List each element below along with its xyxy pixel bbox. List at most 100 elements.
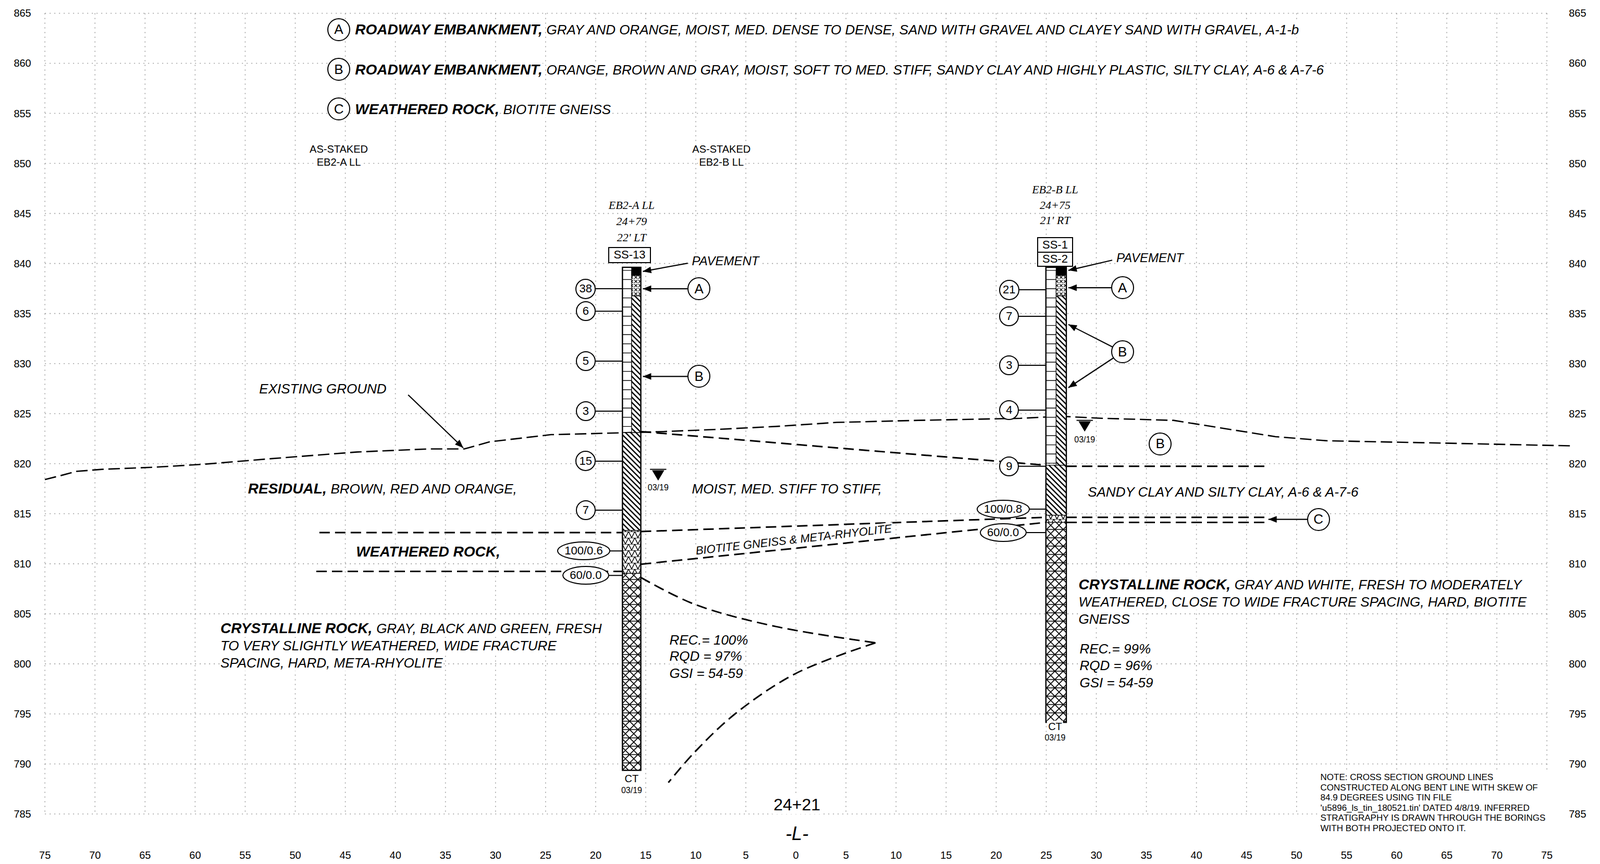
elevation-label: 820 bbox=[12, 458, 32, 470]
stratum-callout: A bbox=[327, 18, 351, 42]
legend-description: WEATHERED ROCK,BIOTITE GNEISS bbox=[354, 100, 611, 119]
offset-label: 35 bbox=[438, 849, 453, 861]
offset-label: 55 bbox=[1339, 849, 1354, 861]
node-text: 100/0.8 bbox=[983, 502, 1023, 516]
stratum-heading: RESIDUAL, bbox=[248, 480, 327, 497]
offset-label: 40 bbox=[388, 849, 403, 861]
node-text: SS-2 bbox=[1038, 251, 1073, 266]
stratum-callout: A bbox=[687, 277, 711, 301]
stratum-callout: C bbox=[1307, 508, 1331, 532]
offset-label: 75 bbox=[38, 849, 52, 861]
offset-label: 5 bbox=[742, 849, 750, 861]
date-label: 03/19 bbox=[646, 483, 670, 493]
stratum-text: BIOTITE GNEISS bbox=[503, 101, 612, 118]
boundary-line bbox=[668, 642, 876, 783]
node-text: B bbox=[1117, 344, 1127, 360]
boundary-line bbox=[319, 532, 623, 534]
offset-label: 70 bbox=[1490, 849, 1504, 861]
elevation-label: 860 bbox=[12, 57, 32, 69]
stratum-label: EXISTING GROUND bbox=[257, 381, 388, 397]
stratum-heading: ROADWAY EMBANKMENT, bbox=[354, 61, 543, 78]
node-text: B bbox=[334, 62, 343, 78]
boring-label: EB2-B LL bbox=[1030, 183, 1080, 196]
blow-count: 3 bbox=[999, 355, 1019, 376]
station-label: -L- bbox=[784, 823, 810, 845]
node-text: 60/0.0 bbox=[569, 569, 602, 582]
legend-description: ROADWAY EMBANKMENT,ORANGE, BROWN AND GRA… bbox=[354, 60, 1324, 79]
stratum-label: RQD = 96% bbox=[1078, 657, 1154, 673]
stratum-label: RQD = 97% bbox=[668, 648, 743, 664]
elevation-label: 840 bbox=[12, 257, 32, 270]
boring-label: AS-STAKED bbox=[691, 143, 752, 155]
node-text: 4 bbox=[1005, 403, 1013, 417]
offset-label: 15 bbox=[638, 849, 653, 861]
stratum-label: GSI = 54-59 bbox=[668, 666, 744, 682]
elevation-label: 830 bbox=[12, 358, 32, 370]
blow-count: 100/0.6 bbox=[557, 541, 611, 561]
node-text: A bbox=[694, 281, 704, 297]
blow-count: 60/0.0 bbox=[562, 565, 610, 585]
elevation-label: 810 bbox=[1567, 558, 1587, 570]
blow-count: 5 bbox=[575, 351, 596, 372]
offset-label: 60 bbox=[1389, 849, 1404, 861]
blow-count: 60/0.0 bbox=[979, 523, 1027, 543]
sample-box: SS-1SS-2 bbox=[1037, 237, 1074, 267]
elevation-label: 800 bbox=[12, 658, 32, 670]
elevation-label: 800 bbox=[1567, 658, 1587, 670]
elevation-label: 805 bbox=[12, 608, 32, 620]
boundary-line bbox=[1066, 516, 1266, 519]
stratum-text: BROWN, RED AND ORANGE, bbox=[330, 481, 517, 497]
offset-label: 20 bbox=[989, 849, 1003, 861]
boring-label: EB2-A LL bbox=[607, 198, 656, 212]
node-text: SS-1 bbox=[1038, 238, 1073, 252]
node-text: 7 bbox=[1005, 310, 1013, 323]
node-text: 5 bbox=[582, 354, 589, 368]
elevation-label: 810 bbox=[12, 558, 32, 570]
offset-label: 10 bbox=[889, 849, 903, 861]
stratum-callout: B bbox=[327, 57, 351, 81]
offset-label: 20 bbox=[588, 849, 603, 861]
date-label: 03/19 bbox=[1043, 733, 1067, 743]
elevation-label: 785 bbox=[1567, 808, 1587, 820]
stratum-text: ORANGE, BROWN AND GRAY, MOIST, SOFT TO M… bbox=[546, 62, 1324, 78]
date-label: 03/19 bbox=[1073, 435, 1097, 445]
stratum-label: MOIST, MED. STIFF TO STIFF, bbox=[691, 481, 884, 497]
stratum-description: CRYSTALLINE ROCK,GRAY, BLACK AND GREEN, … bbox=[220, 619, 611, 672]
offset-label: 75 bbox=[1540, 849, 1554, 861]
boring-label: 21' RT bbox=[1039, 214, 1072, 227]
elevation-label: 845 bbox=[1567, 207, 1587, 220]
node-text: 7 bbox=[582, 503, 589, 517]
boring-label: 24+75 bbox=[1038, 198, 1072, 212]
note: NOTE: CROSS SECTION GROUND LINES CONSTRU… bbox=[1319, 772, 1555, 834]
offset-label: 45 bbox=[1239, 849, 1254, 861]
blow-count: 4 bbox=[999, 400, 1019, 421]
offset-label: 30 bbox=[488, 849, 503, 861]
grid bbox=[44, 13, 1547, 815]
offset-label: 60 bbox=[188, 849, 202, 861]
node-text: 100/0.6 bbox=[564, 544, 603, 558]
stratum-label: REC.= 100% bbox=[668, 632, 749, 648]
offset-label: 40 bbox=[1189, 849, 1204, 861]
station-label: 24+21 bbox=[772, 795, 822, 815]
elevation-label: 790 bbox=[12, 758, 32, 770]
boring-label: CT bbox=[1047, 720, 1064, 733]
stratum-label: GSI = 54-59 bbox=[1078, 675, 1155, 691]
elevation-label: 845 bbox=[12, 207, 32, 220]
blow-count: 3 bbox=[575, 401, 596, 422]
blow-count: 6 bbox=[575, 301, 596, 322]
strata-lines bbox=[44, 260, 1572, 843]
elevation-label: 815 bbox=[12, 508, 32, 520]
node-text: A bbox=[334, 21, 343, 38]
node-text: A bbox=[1117, 280, 1127, 296]
leader-arrow bbox=[1068, 260, 1113, 271]
offset-label: 25 bbox=[538, 849, 553, 861]
stratum-callout: B bbox=[687, 364, 711, 388]
boring-log bbox=[622, 267, 1093, 771]
elevation-label: 815 bbox=[1567, 508, 1587, 520]
stratum-callout: A bbox=[1111, 276, 1135, 300]
elevation-label: 820 bbox=[1567, 458, 1587, 470]
offset-label: 10 bbox=[688, 849, 703, 861]
boundary-line bbox=[641, 431, 1046, 466]
offset-label: 65 bbox=[1440, 849, 1454, 861]
stratum-callout: C bbox=[327, 97, 351, 121]
